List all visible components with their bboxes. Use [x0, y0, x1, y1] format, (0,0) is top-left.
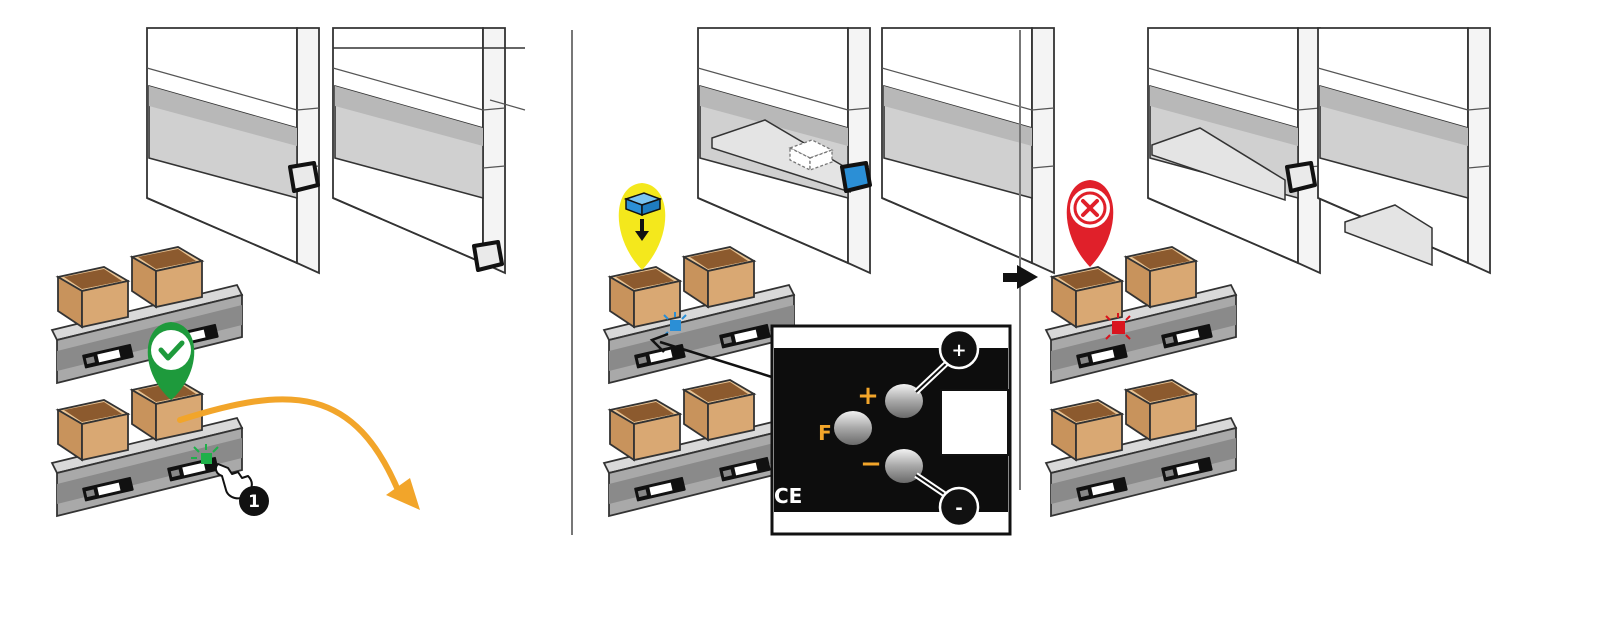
zoom-pointer-arrowhead — [649, 332, 669, 353]
plus-callout: + — [913, 328, 980, 395]
panel-confirm-pick: 1 — [52, 27, 526, 516]
function-button[interactable] — [834, 411, 872, 445]
svg-text:+: + — [951, 340, 966, 361]
lower-shelf — [1046, 380, 1236, 516]
pick-path-arrow — [177, 396, 403, 498]
minus-button[interactable] — [885, 449, 923, 483]
zoom-pointer-line — [659, 340, 776, 380]
lift-display-tag — [472, 240, 504, 272]
upper-shelf — [604, 247, 794, 383]
lift-display-tag-active — [840, 161, 872, 193]
lower-shelf — [52, 380, 242, 516]
ce-mark: CE — [774, 484, 802, 508]
svg-text:-: - — [955, 498, 962, 519]
display-zoom-panel: + F − CE + - — [770, 324, 1012, 536]
upper-shelf — [1046, 247, 1236, 383]
plus-label: + — [857, 381, 879, 411]
box-down-pin-icon — [618, 183, 666, 270]
cross-pin-icon — [1066, 180, 1114, 267]
lit-indicator-red — [1105, 313, 1131, 340]
step-badge-label: 1 — [248, 492, 260, 512]
minus-label: − — [860, 449, 882, 479]
display-window — [940, 389, 1009, 456]
upper-shelf — [52, 247, 242, 383]
panel-adjust-quantity: + F − CE + - — [604, 27, 1055, 536]
step-badge: 1 — [239, 486, 269, 516]
lift-tray — [1344, 204, 1433, 267]
lift-tray — [1151, 127, 1286, 202]
plus-button[interactable] — [885, 384, 923, 418]
lower-shelf — [604, 380, 794, 516]
storage-lift — [146, 27, 526, 274]
panel-error — [1046, 27, 1491, 516]
function-label: F — [818, 421, 832, 445]
next-step-arrow-icon — [1003, 265, 1038, 289]
lit-indicator-green — [191, 444, 219, 464]
minus-callout: - — [914, 472, 980, 528]
check-pin-icon — [147, 322, 195, 400]
lift-display-tag — [288, 161, 320, 193]
lift-display-tag — [1285, 161, 1317, 193]
ghost-box — [788, 139, 834, 172]
pick-path-arrowhead — [386, 478, 420, 510]
